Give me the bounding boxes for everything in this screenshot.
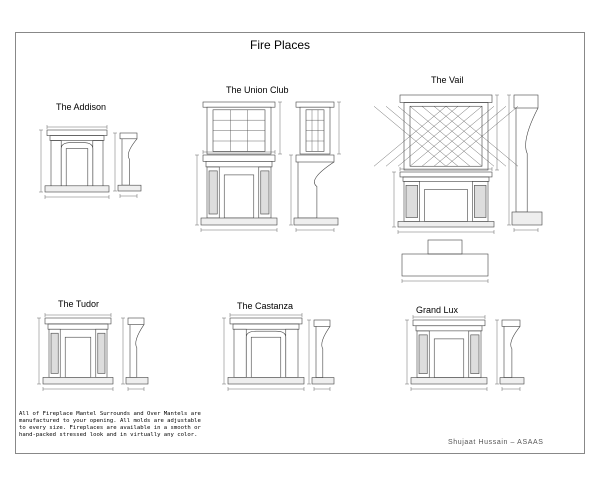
frieze — [205, 161, 273, 168]
overmantel-cornice — [399, 94, 493, 103]
side-hearth — [117, 184, 142, 192]
label-addison: The Addison — [56, 102, 107, 112]
lattice-line — [433, 106, 507, 167]
vail-plan-view — [401, 239, 489, 283]
side-hearth — [125, 377, 149, 385]
left-leg — [233, 328, 247, 378]
side-shelf — [513, 94, 539, 109]
side-profile-curve — [129, 324, 145, 378]
frieze — [402, 176, 490, 182]
lattice-line — [409, 106, 483, 167]
right-column-panel — [474, 185, 487, 218]
overmantel-cornice — [295, 101, 335, 108]
side-hearth — [293, 217, 339, 226]
firebox-opening — [424, 189, 468, 222]
right-column-panel — [470, 334, 480, 374]
drawing-sheet-border — [15, 32, 585, 454]
left-leg — [50, 140, 62, 187]
hearth — [200, 217, 278, 226]
left-column-panel — [418, 334, 428, 374]
side-profile-curve — [297, 161, 335, 219]
side-shelf — [119, 132, 138, 140]
firebox-opening — [250, 336, 282, 378]
side-profile-curve — [515, 107, 539, 213]
firebox-opening — [433, 338, 465, 378]
union-club-side-profile — [289, 154, 339, 232]
frieze — [49, 135, 105, 141]
frieze — [232, 323, 300, 330]
frieze — [47, 323, 109, 330]
right-column-panel — [97, 332, 106, 374]
addison-front-elevation — [39, 125, 110, 199]
left-column-panel — [208, 170, 218, 215]
overmantel-frame — [403, 102, 489, 171]
left-column-panel — [50, 332, 59, 374]
firebox-opening — [65, 148, 89, 187]
label-vail: The Vail — [431, 75, 464, 85]
lattice-line — [421, 106, 495, 167]
union-club-side-overmantel — [295, 101, 341, 155]
plan-projection — [427, 239, 463, 255]
grand-lux-front-elevation — [405, 315, 488, 391]
union-club-front-elevation — [195, 150, 278, 232]
hearth — [44, 185, 110, 193]
side-hearth — [511, 211, 543, 226]
side-shelf — [501, 319, 521, 327]
union-club-overmantel — [202, 101, 282, 155]
side-hearth — [499, 377, 525, 385]
hearth — [42, 377, 114, 385]
overmantel-frame — [299, 106, 331, 155]
vail-front-elevation — [392, 167, 495, 234]
mantel-shelf — [44, 317, 112, 325]
label-grand-lux: Grand Lux — [416, 305, 459, 315]
side-profile-curve — [315, 326, 331, 378]
firebox-opening — [223, 174, 255, 219]
right-leg — [285, 328, 299, 378]
vail-overmantel — [373, 94, 519, 171]
grand-lux-side-profile — [495, 319, 525, 391]
arched-surround — [245, 330, 287, 378]
side-shelf — [313, 319, 331, 327]
mantel-shelf — [46, 129, 108, 136]
hearth — [227, 377, 305, 385]
arched-surround — [60, 142, 94, 186]
tudor-side-profile — [121, 317, 149, 391]
label-union-club: The Union Club — [226, 85, 289, 95]
manufacturing-note: All of Fireplace Mantel Surrounds and Ov… — [19, 411, 201, 438]
right-leg — [92, 140, 104, 187]
castanza-front-elevation — [222, 313, 305, 391]
right-column-panel — [260, 170, 270, 215]
mantel-shelf — [229, 317, 303, 325]
vail-side-profile — [507, 94, 543, 232]
addison-side-profile — [113, 132, 142, 198]
side-profile-curve — [503, 326, 521, 378]
tudor-front-elevation — [37, 313, 114, 391]
label-tudor: The Tudor — [58, 299, 100, 309]
sheet-title: Fire Places — [250, 38, 311, 52]
mantel-shelf — [399, 171, 493, 178]
hearth — [410, 377, 488, 385]
left-column-panel — [405, 185, 418, 218]
overmantel-frame — [206, 106, 272, 155]
side-profile-curve — [121, 138, 138, 186]
firebox-opening — [64, 336, 92, 378]
overmantel-cornice — [202, 101, 276, 108]
mantel-shelf — [412, 319, 486, 327]
side-hearth — [311, 377, 335, 385]
hearth — [397, 221, 495, 228]
label-castanza: The Castanza — [237, 301, 294, 311]
author-signature: Shujaat Hussain – ASAAS — [448, 439, 544, 446]
side-shelf — [295, 154, 335, 163]
side-shelf — [127, 317, 145, 325]
frieze — [415, 325, 483, 332]
castanza-side-profile — [307, 319, 335, 391]
lattice-line — [445, 106, 519, 167]
mantel-shelf — [202, 154, 276, 162]
plan-base — [401, 253, 489, 277]
